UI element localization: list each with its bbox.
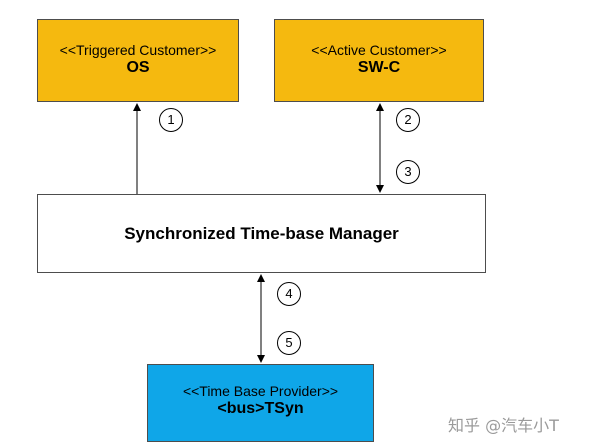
stbm-node: Synchronized Time-base Manager — [37, 194, 486, 273]
tsyn-stereotype: <<Time Base Provider>> — [182, 383, 339, 399]
stbm-name: Synchronized Time-base Manager — [124, 224, 399, 243]
interface-label-5: 5 — [277, 331, 301, 355]
tsyn-node: <<Time Base Provider>> <bus>TSyn — [147, 364, 374, 442]
interface-label-3: 3 — [396, 160, 420, 184]
os-stereotype: <<Triggered Customer>> — [59, 42, 217, 58]
swc-node: <<Active Customer>> SW-C — [274, 19, 484, 102]
os-name: OS — [126, 59, 150, 76]
swc-name: SW-C — [357, 59, 401, 76]
os-node: <<Triggered Customer>> OS — [37, 19, 239, 102]
tsyn-name: <bus>TSyn — [217, 400, 304, 417]
watermark: 知乎 @汽车小T — [448, 416, 559, 435]
interface-label-4: 4 — [277, 282, 301, 306]
interface-label-1: 1 — [159, 108, 183, 132]
interface-label-2: 2 — [396, 108, 420, 132]
swc-stereotype: <<Active Customer>> — [311, 42, 447, 58]
